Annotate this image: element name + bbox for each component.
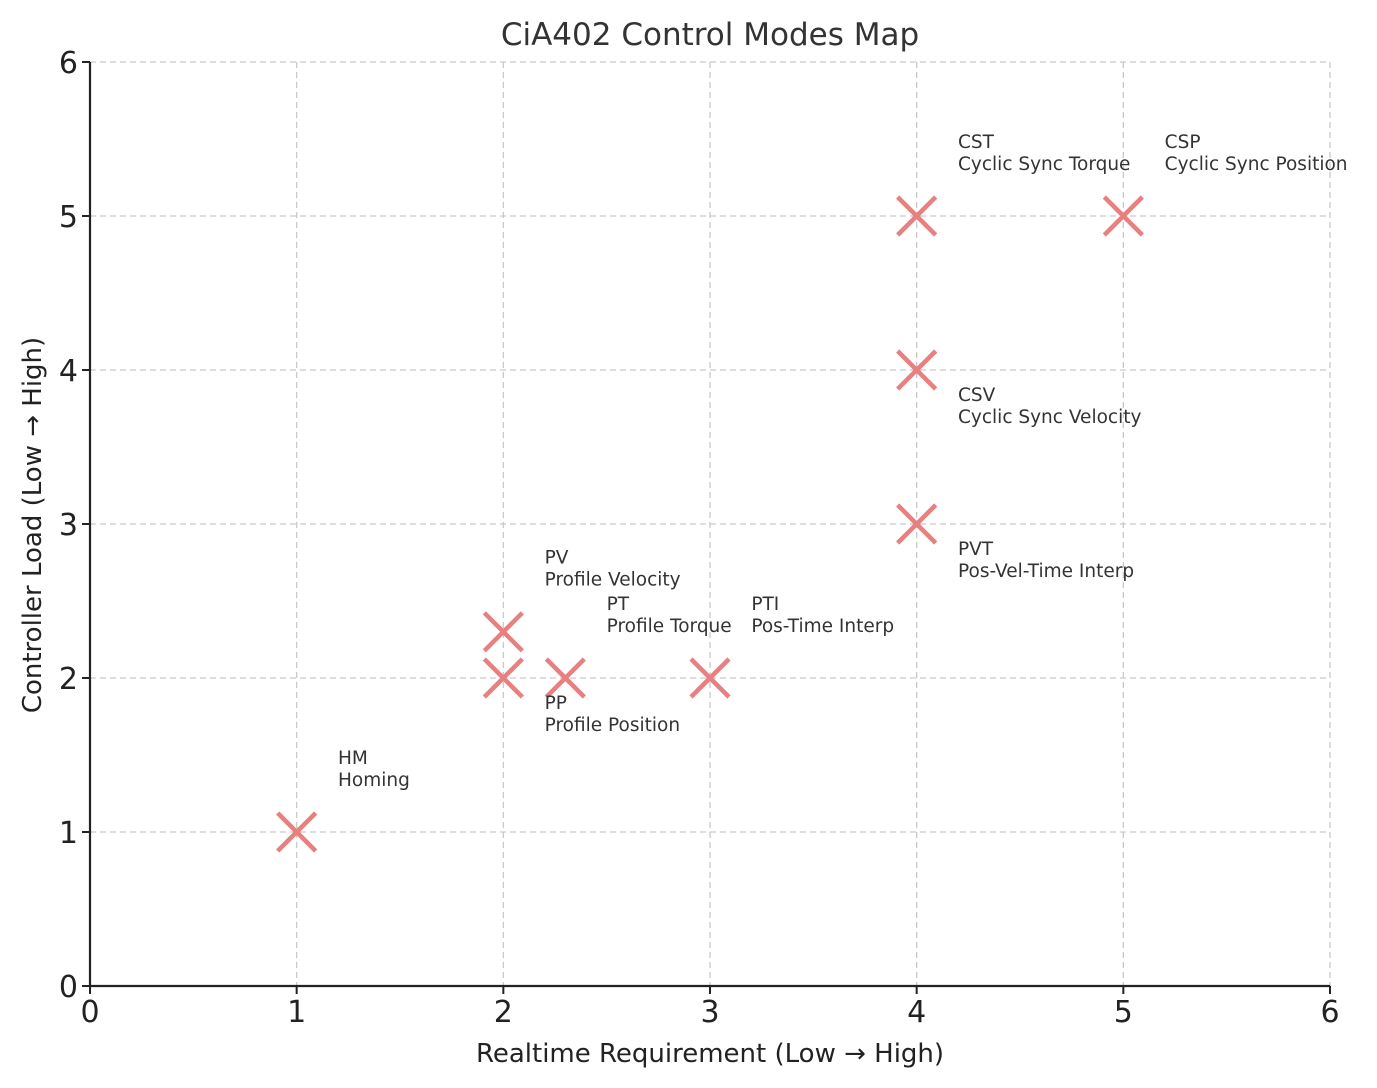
y-tick-label: 5: [59, 200, 78, 235]
tick-labels: 0 1 2 3 4 5 6 0 1 2 3 4 5 6: [59, 46, 1340, 1030]
x-marker-stroke: [896, 349, 938, 391]
data-point-pvt: [896, 503, 938, 545]
x-tick-label: 6: [1320, 995, 1339, 1030]
point-label-code: HM: [338, 748, 368, 769]
y-tick-label: 4: [59, 354, 78, 389]
x-tick-label: 3: [700, 995, 719, 1030]
y-tick-label: 2: [59, 662, 78, 697]
point-label-code: PV: [545, 548, 569, 569]
data-point-hm: [276, 811, 318, 853]
point-label-name: Cyclic Sync Position: [1165, 154, 1348, 175]
data-points: [276, 195, 1144, 853]
data-point-pv: [482, 611, 524, 653]
x-tick-label: 5: [1114, 995, 1133, 1030]
x-marker-stroke: [482, 657, 524, 699]
point-label-name: Profile Velocity: [545, 570, 681, 591]
y-axis-label: Controller Load (Low → High): [18, 337, 48, 713]
x-marker-stroke: [482, 611, 524, 653]
y-tick-label: 3: [59, 508, 78, 543]
point-label-name: Profile Position: [545, 715, 680, 736]
x-marker-stroke: [276, 811, 318, 853]
point-label-name: Pos-Time Interp: [751, 616, 894, 637]
data-point-csp: [1102, 195, 1144, 237]
point-label-code: CSP: [1165, 132, 1201, 153]
point-label-name: Homing: [338, 770, 410, 791]
data-point-csv: [896, 349, 938, 391]
point-label-name: Pos-Vel-Time Interp: [958, 561, 1134, 582]
point-label-code: PVT: [958, 539, 994, 560]
chart-title: CiA402 Control Modes Map: [501, 17, 919, 53]
x-marker-stroke: [896, 503, 938, 545]
point-label-name: Cyclic Sync Torque: [958, 154, 1130, 175]
point-label-name: Cyclic Sync Velocity: [958, 407, 1141, 428]
x-marker-stroke: [896, 195, 938, 237]
data-point-pti: [689, 657, 731, 699]
data-point-pp: [482, 657, 524, 699]
x-tick-label: 0: [80, 995, 99, 1030]
x-tick-label: 1: [287, 995, 306, 1030]
y-tick-label: 0: [59, 970, 78, 1005]
y-tick-label: 1: [59, 816, 78, 851]
y-tick-label: 6: [59, 46, 78, 81]
x-axis-label: Realtime Requirement (Low → High): [476, 1039, 944, 1069]
point-label-code: CSV: [958, 385, 996, 406]
data-point-pt: [544, 657, 586, 699]
x-marker-stroke: [689, 657, 731, 699]
axes: [82, 61, 1331, 994]
point-label-code: PT: [607, 594, 630, 615]
x-tick-label: 4: [907, 995, 926, 1030]
point-label-code: PTI: [751, 594, 779, 615]
x-tick-label: 2: [494, 995, 513, 1030]
point-label-code: CST: [958, 132, 995, 153]
gridlines: [90, 61, 1331, 986]
x-marker-stroke: [544, 657, 586, 699]
point-label-name: Profile Torque: [607, 616, 732, 637]
point-label-code: PP: [545, 693, 567, 714]
x-marker-stroke: [1102, 195, 1144, 237]
data-point-cst: [896, 195, 938, 237]
